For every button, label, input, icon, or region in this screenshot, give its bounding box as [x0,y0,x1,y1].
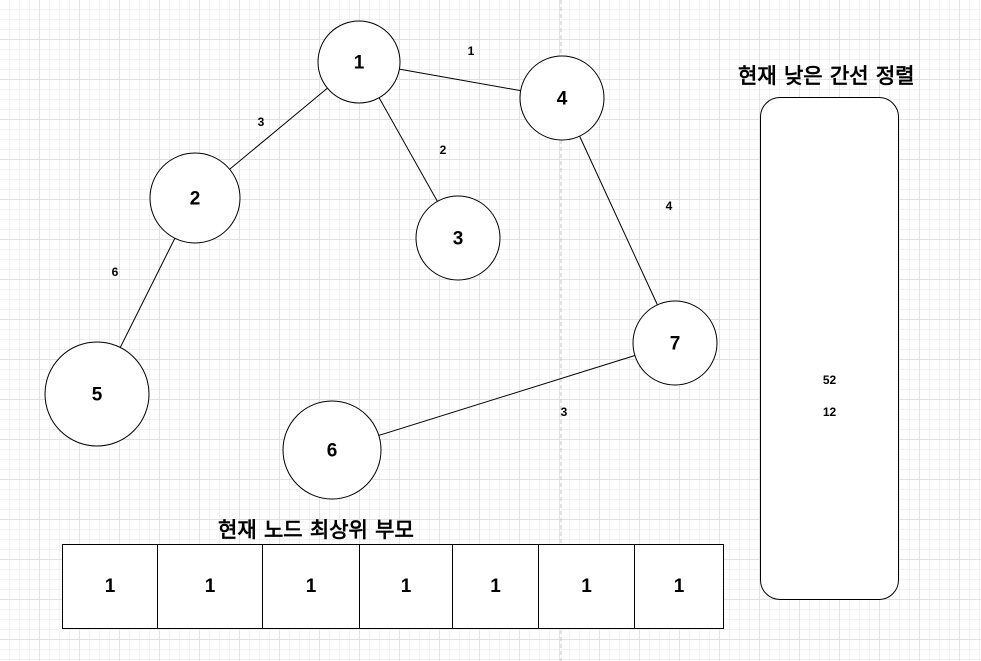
node-6: 6 [282,400,382,500]
parent-cell-node-2: 1 [158,545,263,628]
queue-item: 12 [822,405,837,419]
node-label: 3 [453,229,464,250]
edge-1-2 [229,87,328,170]
parent-cell-node-1: 1 [63,545,158,628]
edge-weight-1-4: 1 [468,44,475,58]
edge-weight-2-5: 6 [112,265,119,279]
edge-1-3 [378,97,438,202]
edge-layer: 1 3 2 4 6 3 [112,44,673,436]
node-4: 4 [519,55,605,141]
node-circle [415,195,501,281]
node-5: 5 [44,341,150,447]
sorted-edges-queue: 52 12 [760,97,899,600]
parent-cell-node-5: 1 [453,545,539,628]
node-1: 1 [317,20,401,104]
root-parent-array: 1 1 1 1 1 1 1 [62,544,724,629]
node-circle [282,400,382,500]
node-label: 6 [327,441,338,462]
node-circle [149,152,241,244]
node-label: 4 [557,89,568,110]
parent-cell-node-6: 1 [539,545,635,628]
node-7: 7 [632,300,718,386]
node-circle [632,300,718,386]
node-label: 7 [670,334,681,355]
queue-item: 52 [822,373,837,387]
parent-cell-node-3: 1 [263,545,360,628]
edge-1-4 [399,68,521,92]
parent-cell-node-7: 1 [673,575,685,597]
edge-weight-1-2: 3 [258,115,265,129]
node-layer: 1 2 3 4 5 6 7 [44,20,718,500]
root-parent-title: 현재 노드 최상위 부모 [218,518,414,542]
edge-7-6 [378,355,636,436]
node-label: 1 [354,53,365,74]
node-label: 5 [92,385,103,406]
node-label: 2 [190,189,201,210]
edge-4-7 [579,135,658,306]
edge-weight-7-6: 3 [561,405,568,419]
edge-2-5 [119,238,176,348]
sorted-edges-title: 현재 낮은 간선 정렬 [738,64,915,88]
node-circle [44,341,150,447]
node-2: 2 [149,152,241,244]
edge-weight-4-7: 4 [666,199,673,213]
parent-cell-node-4: 1 [360,545,453,628]
node-3: 3 [415,195,501,281]
edge-weight-1-3: 2 [440,143,447,157]
node-circle [317,20,401,104]
node-circle [519,55,605,141]
